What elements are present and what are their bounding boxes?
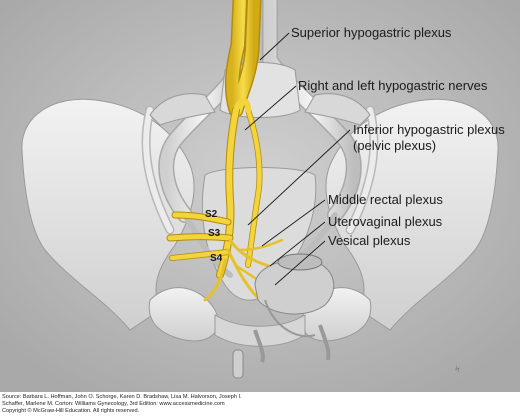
label-s3: S3 [208,228,221,239]
label-s4: S4 [210,253,223,264]
label-vesical-plexus: Vesical plexus [328,233,411,248]
label-right-left-hypogastric-nerves: Right and left hypogastric nerves [298,78,488,93]
label-uterovaginal-plexus: Uterovaginal plexus [328,214,443,229]
hypogastric-nerve-network [166,0,284,302]
credits-line-1: Source: Barbara L. Hoffman, John O. Scho… [2,394,242,400]
label-pelvic-plexus: (pelvic plexus) [353,138,436,153]
credits-line-3: Copyright © McGraw-Hill Education. All r… [2,408,140,414]
source-credits: Source: Barbara L. Hoffman, John O. Scho… [2,394,518,415]
artist-signature: Ϟ [455,365,460,374]
label-middle-rectal-plexus: Middle rectal plexus [328,192,443,207]
label-s2: S2 [205,209,218,220]
pelvic-organs [253,253,335,363]
label-inferior-hypogastric-plexus: Inferior hypogastric plexus [353,122,505,137]
label-leader-lines [244,32,351,286]
credits-line-2: Schaffer, Marlene M. Corton: Williams Gy… [2,401,225,407]
label-superior-hypogastric-plexus: Superior hypogastric plexus [291,25,452,40]
